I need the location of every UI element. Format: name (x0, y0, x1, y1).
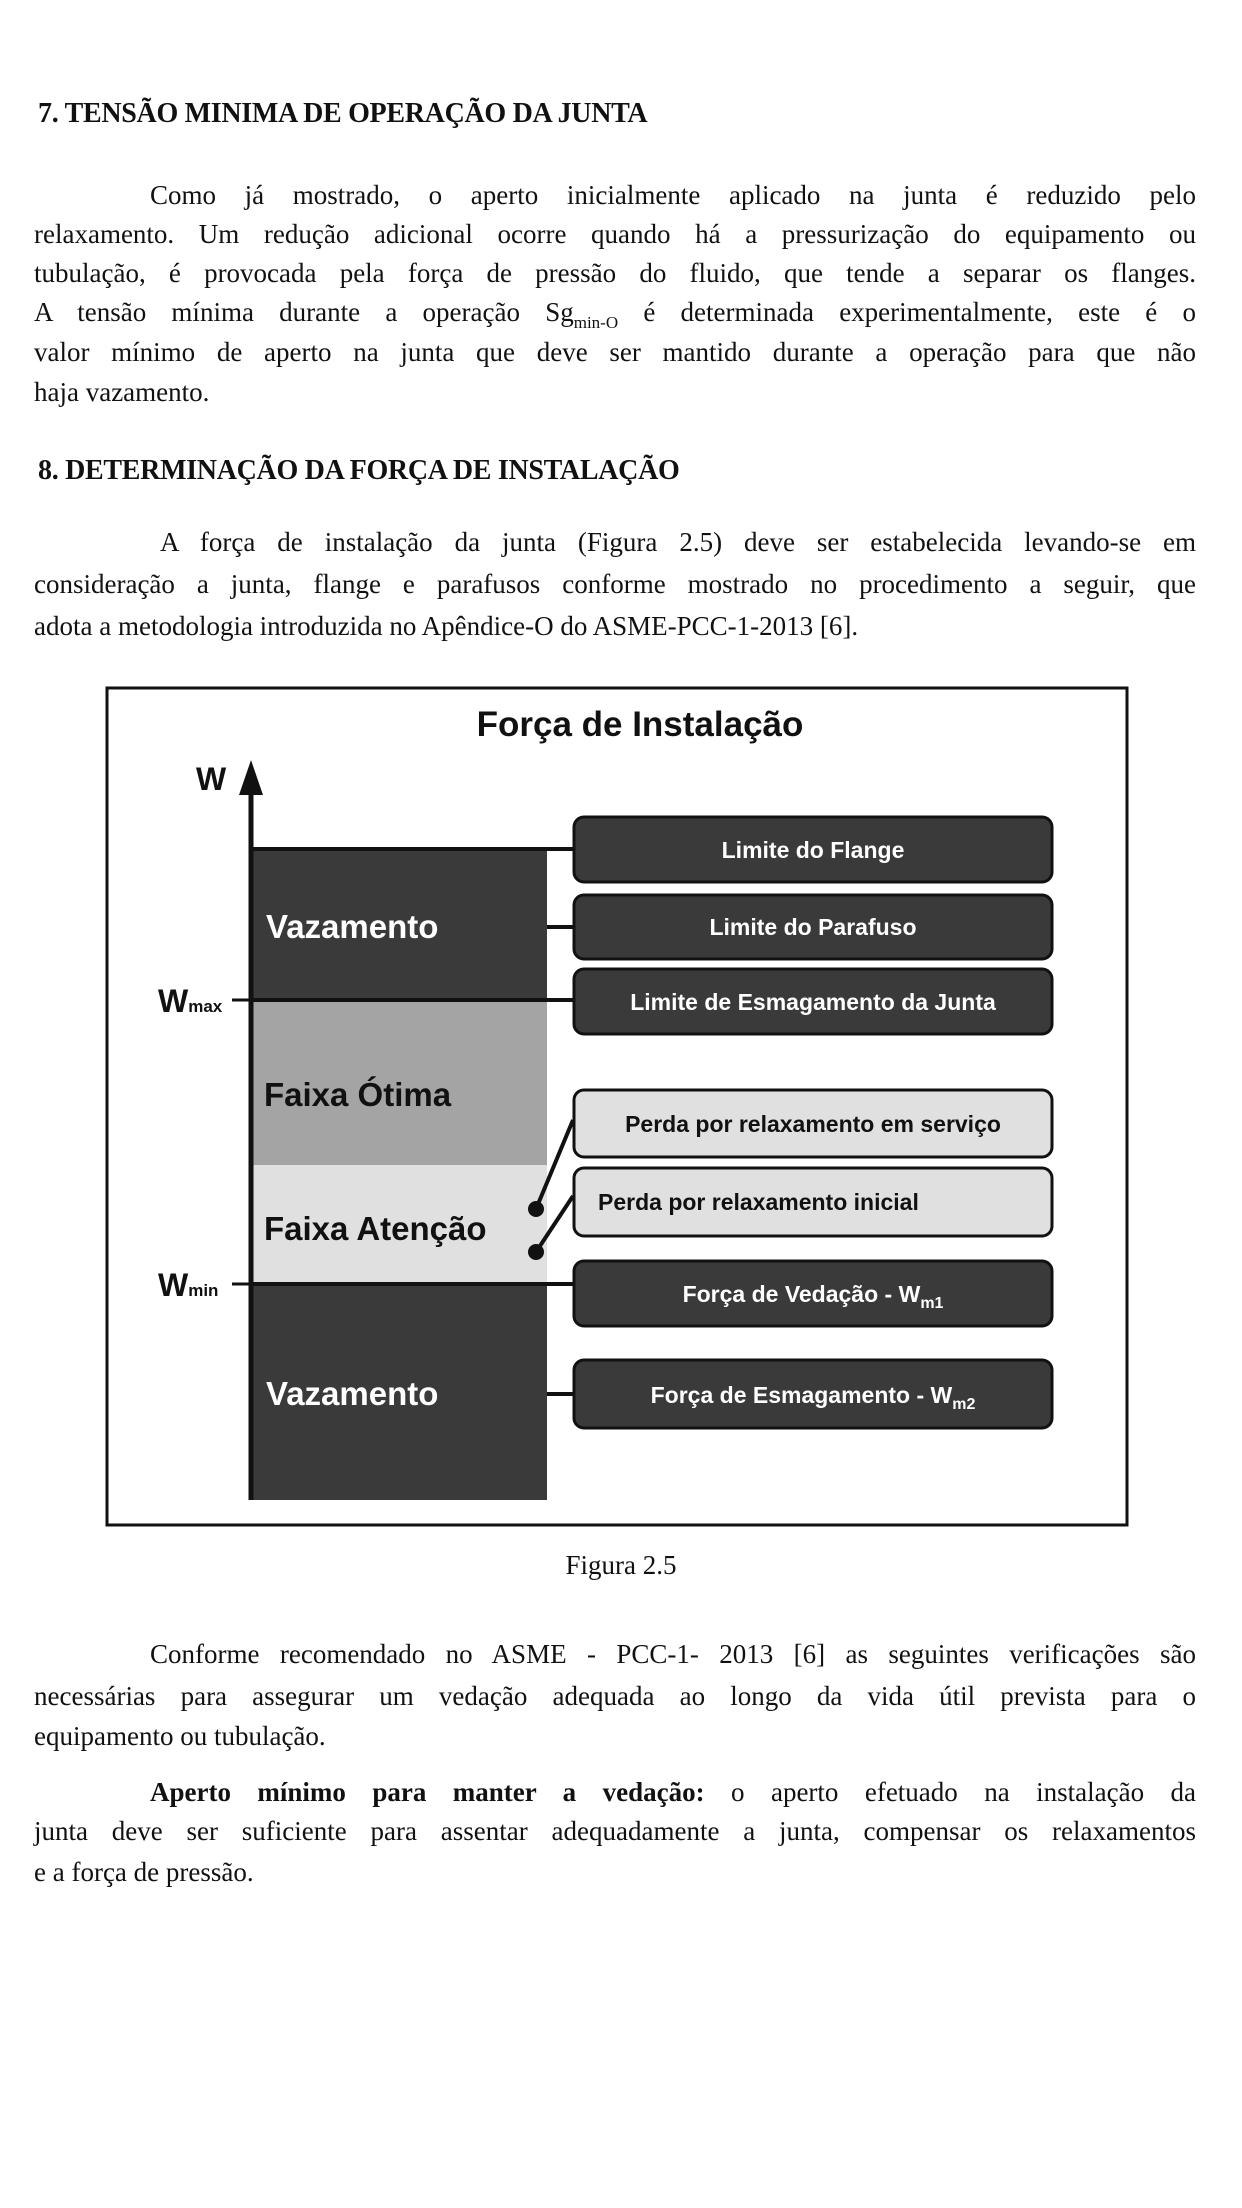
dot (528, 1201, 544, 1217)
box-label: Limite do Parafuso (709, 914, 916, 940)
paragraph-line: necessárias para assegurar um vedação ad… (34, 1681, 1196, 1711)
connector (534, 1194, 575, 1254)
box-label: Força de Vedação - Wm1 (683, 1281, 944, 1312)
paragraph-line: A força de instalação da junta (Figura 2… (160, 527, 1196, 557)
dot (528, 1244, 544, 1260)
text: é determinada experimentalmente, este é … (618, 297, 1196, 327)
paragraph-line: A tensão mínima durante a operação Sgmin… (34, 296, 1196, 339)
section-7-heading: 7. TENSÃO MINIMA DE OPERAÇÃO DA JUNTA (38, 98, 648, 129)
wmax-label: Wmax (158, 983, 223, 1019)
bold-lead: Aperto mínimo para manter a vedação: (150, 1777, 705, 1807)
paragraph-line: Aperto mínimo para manter a vedação: o a… (34, 1776, 1196, 1808)
box-crush-limit (572, 967, 1054, 1036)
paragraph-line: valor mínimo de aperto na junta que deve… (34, 337, 1196, 367)
figure-caption: Figura 2.5 (565, 1550, 677, 1580)
zone-leak-top (251, 848, 547, 1000)
paragraph-line: junta deve ser suficiente para assentar … (34, 1816, 1196, 1846)
zone-label: Faixa Ótima (264, 1076, 452, 1113)
zone-label: Vazamento (266, 1375, 438, 1412)
box-flange-limit (572, 815, 1054, 884)
paragraph-line: Como já mostrado, o aperto inicialmente … (150, 180, 1196, 210)
box-label: Limite do Flange (722, 837, 905, 863)
zone-optimal (251, 1000, 547, 1165)
zone-label: Faixa Atenção (264, 1210, 487, 1247)
text: o aperto efetuado na instalação da (704, 1777, 1196, 1807)
text: A tensão mínima durante a operação Sg (34, 297, 574, 327)
zone-attention (251, 1165, 547, 1284)
box-initial-relaxation (572, 1166, 1054, 1238)
paragraph-line: tubulação, é provocada pela força de pre… (34, 258, 1196, 288)
zone-label: Vazamento (266, 908, 438, 945)
figure-title: Força de Instalação (477, 705, 804, 744)
box-crush-force (572, 1358, 1054, 1430)
paragraph-line: adota a metodologia introduzida no Apênd… (34, 611, 859, 641)
subscript: min-O (573, 313, 619, 332)
paragraph-line: consideração a junta, flange e parafusos… (34, 569, 1196, 599)
paragraph-line: equipamento ou tubulação. (34, 1721, 326, 1751)
box-bolt-limit (572, 893, 1054, 961)
paragraph-line: e a força de pressão. (34, 1857, 254, 1887)
connector (534, 1119, 575, 1210)
section-8-heading: 8. DETERMINAÇÃO DA FORÇA DE INSTALAÇÃO (38, 455, 680, 486)
box-label: Força de Esmagamento - Wm2 (651, 1382, 976, 1413)
box-label: Perda por relaxamento inicial (598, 1189, 919, 1215)
installation-force-figure: Força de Instalação W Wmax Wmin Vazament… (105, 686, 1129, 1527)
axis-label: W (196, 761, 227, 797)
box-label: Limite de Esmagamento da Junta (630, 989, 996, 1015)
zone-leak-bottom (251, 1284, 547, 1500)
box-service-relaxation (572, 1088, 1054, 1159)
box-label: Perda por relaxamento em serviço (625, 1111, 1001, 1137)
paragraph-line: relaxamento. Um redução adicional ocorre… (34, 219, 1196, 249)
paragraph-line: haja vazamento. (34, 377, 210, 407)
paragraph-line: Conforme recomendado no ASME - PCC-1- 20… (150, 1639, 1196, 1669)
box-sealing-force (572, 1259, 1054, 1328)
axis-arrow-icon (239, 760, 263, 795)
wmin-label: Wmin (158, 1267, 218, 1303)
